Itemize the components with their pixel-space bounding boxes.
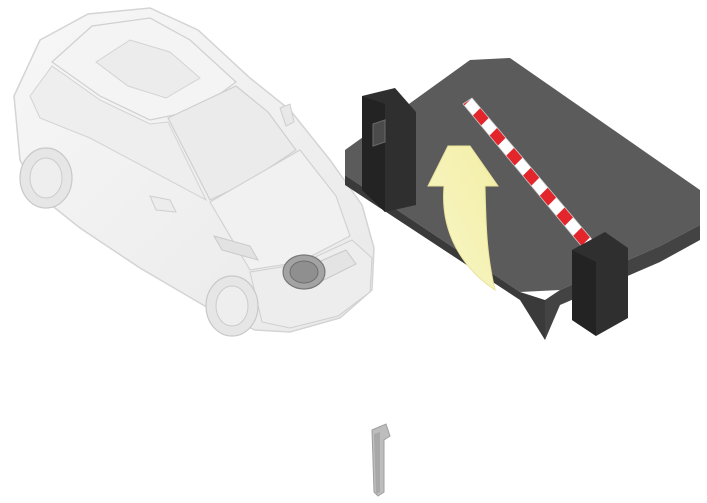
car-roof-antenna	[279, 103, 295, 127]
car-rear-wheel	[19, 147, 73, 209]
car-front-wheel	[205, 275, 259, 337]
car-hood	[209, 149, 351, 271]
platform-front	[345, 150, 545, 340]
car-side-windows	[29, 65, 208, 202]
car	[13, 7, 375, 337]
key-fob-icon	[371, 423, 391, 497]
barrier-gate	[345, 58, 700, 340]
car-sunroof	[95, 39, 201, 99]
platform-side	[545, 225, 700, 340]
left-post	[362, 88, 416, 212]
right-post	[572, 232, 628, 336]
car-headlight	[212, 235, 260, 261]
car-side-mirror	[149, 195, 177, 213]
car-windshield	[167, 85, 297, 201]
sensor-disc-icon	[282, 254, 326, 290]
raise-arrow-icon	[427, 145, 499, 292]
